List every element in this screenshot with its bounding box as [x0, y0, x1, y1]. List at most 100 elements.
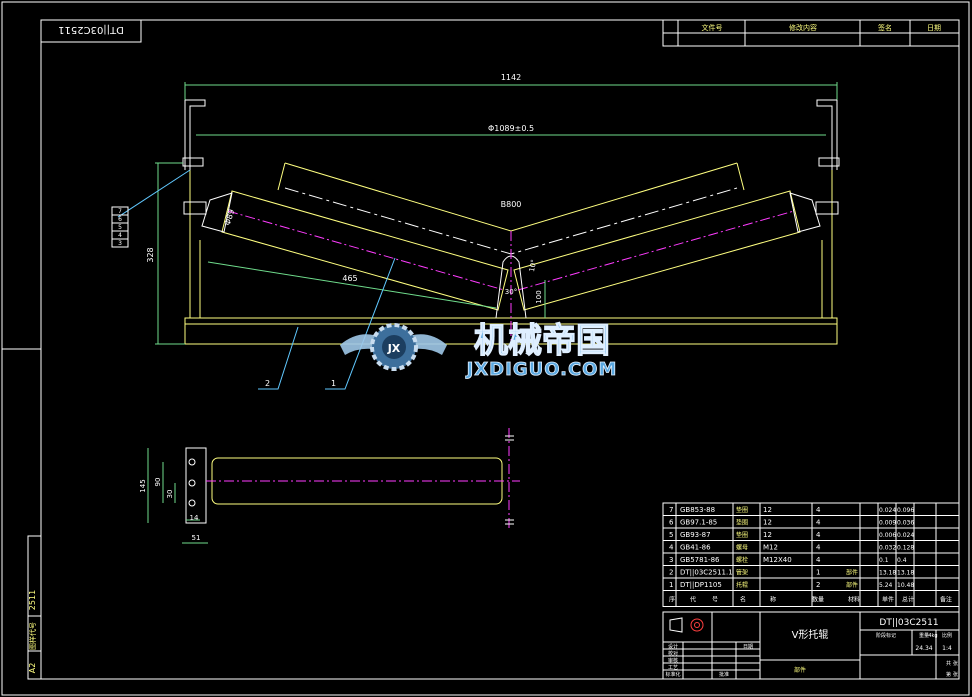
- bom-header-cell: 单件: [882, 596, 894, 604]
- revision-table: 文件号 修改内容 签名 日期: [662, 19, 960, 47]
- svg-text:3: 3: [118, 240, 122, 247]
- bom-unit-weight: 5.24: [879, 582, 893, 589]
- bom-code: GB97.1-85: [680, 519, 717, 527]
- stage-header-0: 阶段标记: [876, 632, 896, 639]
- bom-spec: 12: [763, 519, 772, 527]
- bom-name: 螺栓: [736, 556, 748, 564]
- bom-qty: 2: [816, 581, 820, 589]
- tb-approve: 批准: [719, 671, 729, 678]
- bom-unit-weight: 0.1: [879, 557, 889, 564]
- leader-1: 1: [331, 379, 336, 388]
- bom-spec: 12: [763, 531, 772, 539]
- dim-side-30: 30: [166, 490, 174, 499]
- logo-letters: JX: [387, 342, 401, 355]
- bom-no: 4: [669, 544, 674, 552]
- bom-spec: M12: [763, 544, 778, 552]
- tb-standard: 标准化: [665, 671, 680, 678]
- sheet-total-unit: 张: [953, 660, 958, 667]
- bom-name: 螺母: [736, 544, 748, 552]
- bom-header-cell: 备注: [940, 596, 952, 604]
- front-view: 1142 Φ1089±0.5: [111, 73, 840, 390]
- drawing-number: DT||03C2511: [879, 618, 938, 628]
- bom-spec: M12X40: [763, 556, 792, 564]
- stage-header-1: 重量: [919, 632, 929, 639]
- bom-unit-weight: 0.009: [879, 520, 896, 527]
- bom-qty: 1: [816, 569, 820, 577]
- bom-spec: 12: [763, 506, 772, 514]
- dim-overall-width: 1142: [501, 73, 521, 82]
- side-code: 2511: [28, 590, 37, 610]
- bom-code: DT||DP1105: [680, 581, 722, 589]
- dim-angle-top: 10°: [528, 259, 538, 273]
- bom-total-weight: 13.18: [897, 570, 914, 577]
- svg-text:5: 5: [118, 224, 122, 231]
- bom-total-weight: 0.096: [897, 507, 914, 514]
- dim-center-height: 100: [535, 290, 543, 303]
- tb-review: 审核: [668, 657, 678, 664]
- bom-total-weight: 10.48: [897, 582, 914, 589]
- sheet-total: 共: [946, 660, 951, 667]
- bom-no: 2: [669, 569, 673, 577]
- dim-roller-diameter: Φ89: [223, 208, 236, 226]
- bom-code: GB93-87: [680, 531, 711, 539]
- rev-h-0: 文件号: [702, 23, 723, 32]
- rev-h-1: 修改内容: [789, 23, 817, 32]
- bom-name: 垫圈: [736, 519, 748, 527]
- bom-header-cell: 总计: [902, 596, 914, 604]
- logo-icon: JX: [340, 323, 447, 371]
- bom-code: GB41-86: [680, 544, 711, 552]
- bom-no: 7: [669, 506, 673, 514]
- side-code-strip: 2511 图样代号 A2: [27, 535, 42, 680]
- tb-check: 校对: [668, 650, 678, 657]
- bom-no: 3: [669, 556, 673, 564]
- watermark: JX 机械帝国 JXDIGUO.COM: [340, 320, 618, 380]
- bom-header-cell: 数量: [812, 596, 824, 604]
- bom-name: 托辊: [736, 581, 748, 589]
- bom-name: 垫圈: [736, 531, 748, 539]
- side-caption: 图样代号: [28, 622, 37, 650]
- dim-angle-bottom: 30°: [505, 288, 517, 296]
- stage-header-2: 比例: [942, 632, 952, 639]
- bom-qty: 4: [816, 556, 821, 564]
- bom-code: GB5781-86: [680, 556, 720, 564]
- tb-design: 设计: [668, 643, 678, 650]
- tb-process: 工艺: [668, 665, 678, 671]
- code-box-text: DT||03C2511: [58, 24, 124, 35]
- side-view: 145 90 30 14 51: [139, 428, 520, 544]
- dim-mount-spacing: Φ1089±0.5: [488, 124, 534, 133]
- bom-code: GB853-88: [680, 506, 715, 514]
- svg-text:7: 7: [118, 208, 122, 215]
- bom-total-weight: 0.128: [897, 545, 914, 552]
- svg-text:4: 4: [118, 232, 122, 239]
- bom-header-cell: 号: [712, 597, 718, 604]
- bom-header-cell: 材料: [848, 596, 860, 604]
- watermark-en: JXDIGUO.COM: [465, 359, 618, 380]
- sheet-index: 第: [946, 671, 951, 678]
- bom-unit-weight: 13.18: [879, 570, 896, 577]
- code-box: [40, 19, 142, 43]
- bom-header-cell: 代: [690, 596, 696, 604]
- bom-unit-weight: 0.024: [879, 507, 896, 514]
- bom-note: 部件: [846, 581, 858, 589]
- dim-side-51: 51: [192, 534, 201, 542]
- dim-side-14: 14: [190, 514, 199, 522]
- bom-total-weight: 0.024: [897, 532, 914, 539]
- rev-h-3: 日期: [927, 24, 941, 32]
- sheet-index-unit: 张: [953, 671, 958, 678]
- bom-header-cell: 称: [770, 596, 776, 604]
- bom-code: DT||03C2511.1: [680, 569, 733, 577]
- drawing-part-label: 部件: [794, 666, 806, 674]
- rev-h-2: 签名: [878, 23, 892, 32]
- sheet-size-a2: A2: [28, 663, 37, 674]
- title-block: 设计 校对 审核 工艺 标准化 批准 日期 V形托辊 部件 DT||03C251…: [662, 611, 960, 680]
- bom-total-weight: 0.4: [897, 557, 907, 564]
- scale-value: 1:4: [942, 645, 952, 652]
- bom-name: 管架: [736, 569, 748, 577]
- bom-qty: 4: [816, 519, 821, 527]
- bom-header-cell: 序: [669, 596, 675, 604]
- drawing-title: V形托辊: [792, 628, 829, 641]
- bom-header-cell: 名: [740, 596, 746, 604]
- tb-date: 日期: [743, 644, 753, 650]
